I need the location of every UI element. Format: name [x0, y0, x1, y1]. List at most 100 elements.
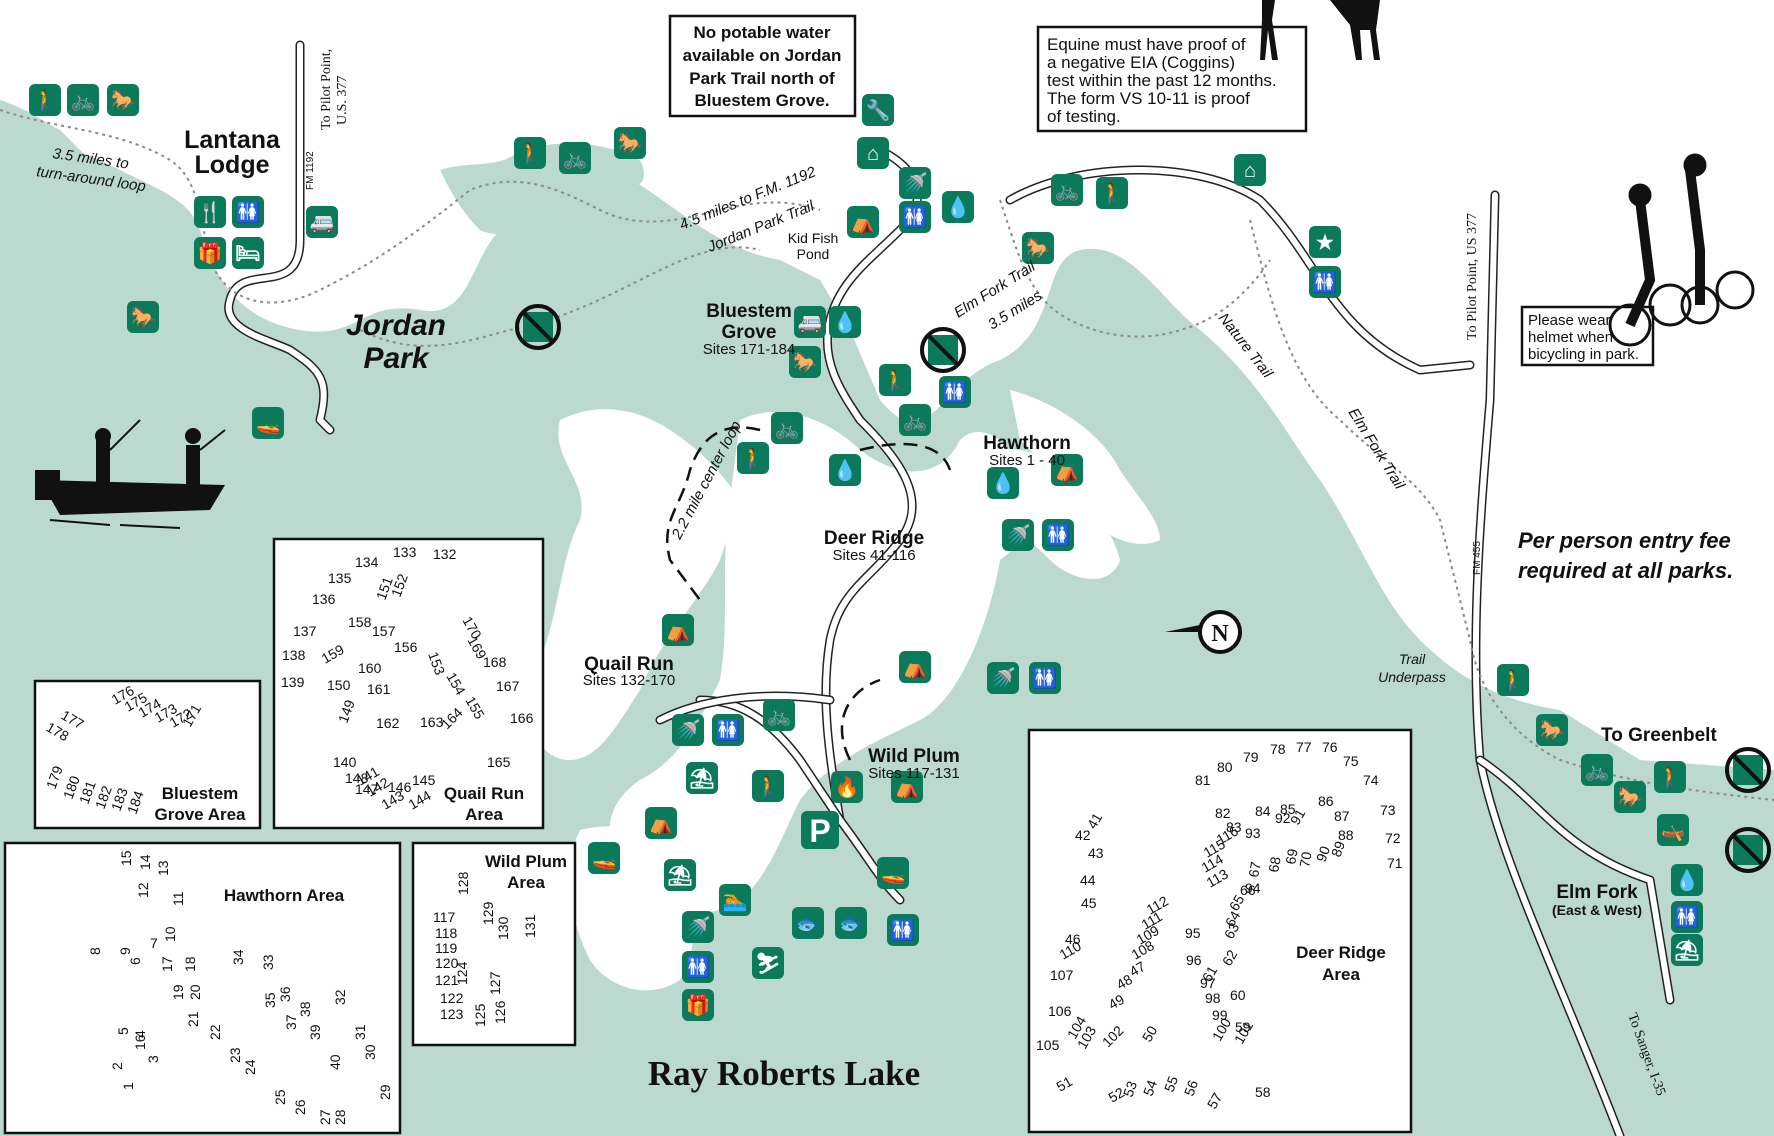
campsite-number: 183: [108, 785, 131, 813]
svg-text:🚲: 🚲: [775, 418, 800, 440]
hawthorn-sites: Sites 1 - 40: [989, 452, 1065, 469]
campsite-number: 181: [76, 778, 99, 806]
cyclists-silhouette: [1608, 153, 1755, 347]
svg-text:🛶: 🛶: [1661, 820, 1686, 842]
campsite-number: 135: [328, 570, 352, 586]
svg-text:💧: 💧: [991, 471, 1016, 495]
svg-text:🚲: 🚲: [1055, 180, 1080, 202]
campsite-number: 95: [1185, 925, 1201, 941]
water-drink-icon: 💧: [1671, 864, 1703, 896]
boat-ramp-icon: 🚤: [588, 842, 620, 874]
campsite-number: 165: [487, 754, 511, 770]
elm-fork-sub: (East & West): [1552, 902, 1642, 918]
campsite-number: 161: [367, 681, 391, 697]
campsite-number: 57: [1204, 1090, 1226, 1112]
svg-text:🚤: 🚤: [881, 863, 906, 885]
campsite-number: 60: [1230, 987, 1246, 1003]
canoe-icon: 🛶: [1657, 814, 1689, 846]
campsite-number: 4: [132, 1030, 148, 1038]
campsite-number: 69: [1282, 847, 1300, 865]
north-compass: N: [1165, 610, 1242, 654]
bluestem-inset-sites: 1771781761751741731721711791801811821831…: [43, 682, 205, 816]
campsite-number: 92: [1275, 810, 1291, 826]
svg-text:🚻: 🚻: [891, 918, 916, 942]
svg-text:⌂: ⌂: [1244, 160, 1256, 182]
restroom-icon: 🚻: [1042, 519, 1074, 551]
water-note: No potable water available on Jordan Par…: [668, 14, 857, 118]
campsite-number: 73: [1380, 802, 1396, 818]
jordan-park-line-2: Park: [363, 342, 429, 375]
campsite-number: 15: [118, 850, 134, 866]
swim-icon: 🏊: [719, 884, 751, 916]
campsite-number: 138: [282, 647, 306, 663]
elm-fork-trail-label: Elm Fork Trail: [1345, 405, 1409, 493]
horse-icon: 🐎: [1536, 714, 1568, 746]
fishing-boat-silhouette: [35, 419, 226, 529]
picnic-icon: ⛱: [686, 762, 718, 794]
svg-text:⛺: ⛺: [903, 657, 928, 679]
elm-fork-label: Elm Fork: [1556, 882, 1638, 903]
campsite-number: 74: [1363, 772, 1379, 788]
quail-run-inset-title-1: Quail Run: [444, 784, 524, 803]
shelter-icon: ⌂: [857, 137, 889, 169]
place-labels: Lantana Lodge Jordan Park Bluestem Grove…: [184, 126, 1717, 1093]
campsite-number: 1: [120, 1082, 136, 1090]
restroom-icon: 🚻: [939, 376, 971, 408]
campsite-number: 131: [522, 914, 538, 938]
campsite-number: 8: [87, 947, 103, 955]
campsite-number: 70: [1296, 850, 1314, 868]
svg-text:🚻: 🚻: [686, 955, 711, 979]
campsite-number: 128: [455, 871, 471, 895]
campsite-number: 67: [1245, 860, 1263, 878]
campsite-number: 83: [1226, 819, 1242, 835]
campsite-number: 160: [358, 660, 382, 676]
campsite-number: 147: [355, 781, 379, 797]
campsite-number: 40: [327, 1054, 343, 1070]
deer-ridge-inset-title-2: Area: [1322, 965, 1360, 984]
rv-parking-icon: 🚐: [794, 306, 826, 338]
picnic-icon: ⛱: [664, 859, 696, 891]
shower-icon: 🚿: [682, 911, 714, 943]
hiking-icon: 🚶: [737, 442, 769, 474]
tent-icon: ⛺: [891, 771, 923, 803]
hiking-icon: 🚶: [514, 137, 546, 169]
campsite-number: 55: [1161, 1074, 1181, 1094]
campsite-number: 11: [170, 891, 186, 906]
campsite-number: 179: [43, 763, 66, 791]
rv-parking-icon: 🚐: [306, 206, 338, 238]
svg-text:🐎: 🐎: [793, 351, 818, 374]
campsite-number: 52: [1106, 1084, 1128, 1106]
campsite-number: 14: [137, 854, 153, 870]
svg-text:🚻: 🚻: [236, 200, 261, 224]
campsite-number: 13: [155, 860, 171, 876]
campsite-number: 35: [262, 992, 278, 1008]
restroom-icon: 🚻: [1309, 266, 1341, 298]
svg-text:🚿: 🚿: [686, 915, 711, 939]
deer-ridge-sites: Sites 41-116: [832, 547, 915, 564]
horse-icon: 🐎: [614, 127, 646, 159]
to-pilot-point-label-1: To Pilot Point,: [319, 49, 334, 130]
tent-icon: ⛺: [662, 614, 694, 646]
campsite-number: 19: [170, 984, 186, 1000]
svg-text:⛺: ⛺: [1055, 460, 1080, 482]
campsite-number: 96: [1186, 952, 1202, 968]
bluestem-inset-title-2: Grove Area: [154, 805, 246, 824]
horse-silhouette: [1260, 0, 1380, 60]
campsite-number: 149: [335, 697, 358, 725]
svg-text:💧: 💧: [833, 458, 858, 482]
campsite-number: 31: [352, 1024, 368, 1040]
campsite-number: 10: [162, 926, 178, 942]
svg-text:🐎: 🐎: [1618, 786, 1643, 809]
jordan-park-line-1: Jordan: [346, 309, 446, 342]
water-note-line-3: Park Trail north of: [689, 69, 835, 88]
quail-run-inset-title-2: Area: [465, 805, 503, 824]
bicycle-icon: 🚲: [67, 84, 99, 116]
hiking-icon: 🚶: [1096, 177, 1128, 209]
hiking-icon: 🚶: [1497, 664, 1529, 696]
campsite-number: 123: [440, 1006, 464, 1022]
campsite-number: 146: [388, 779, 412, 795]
bicycle-icon: 🚲: [763, 699, 795, 731]
campsite-number: 140: [333, 754, 357, 770]
